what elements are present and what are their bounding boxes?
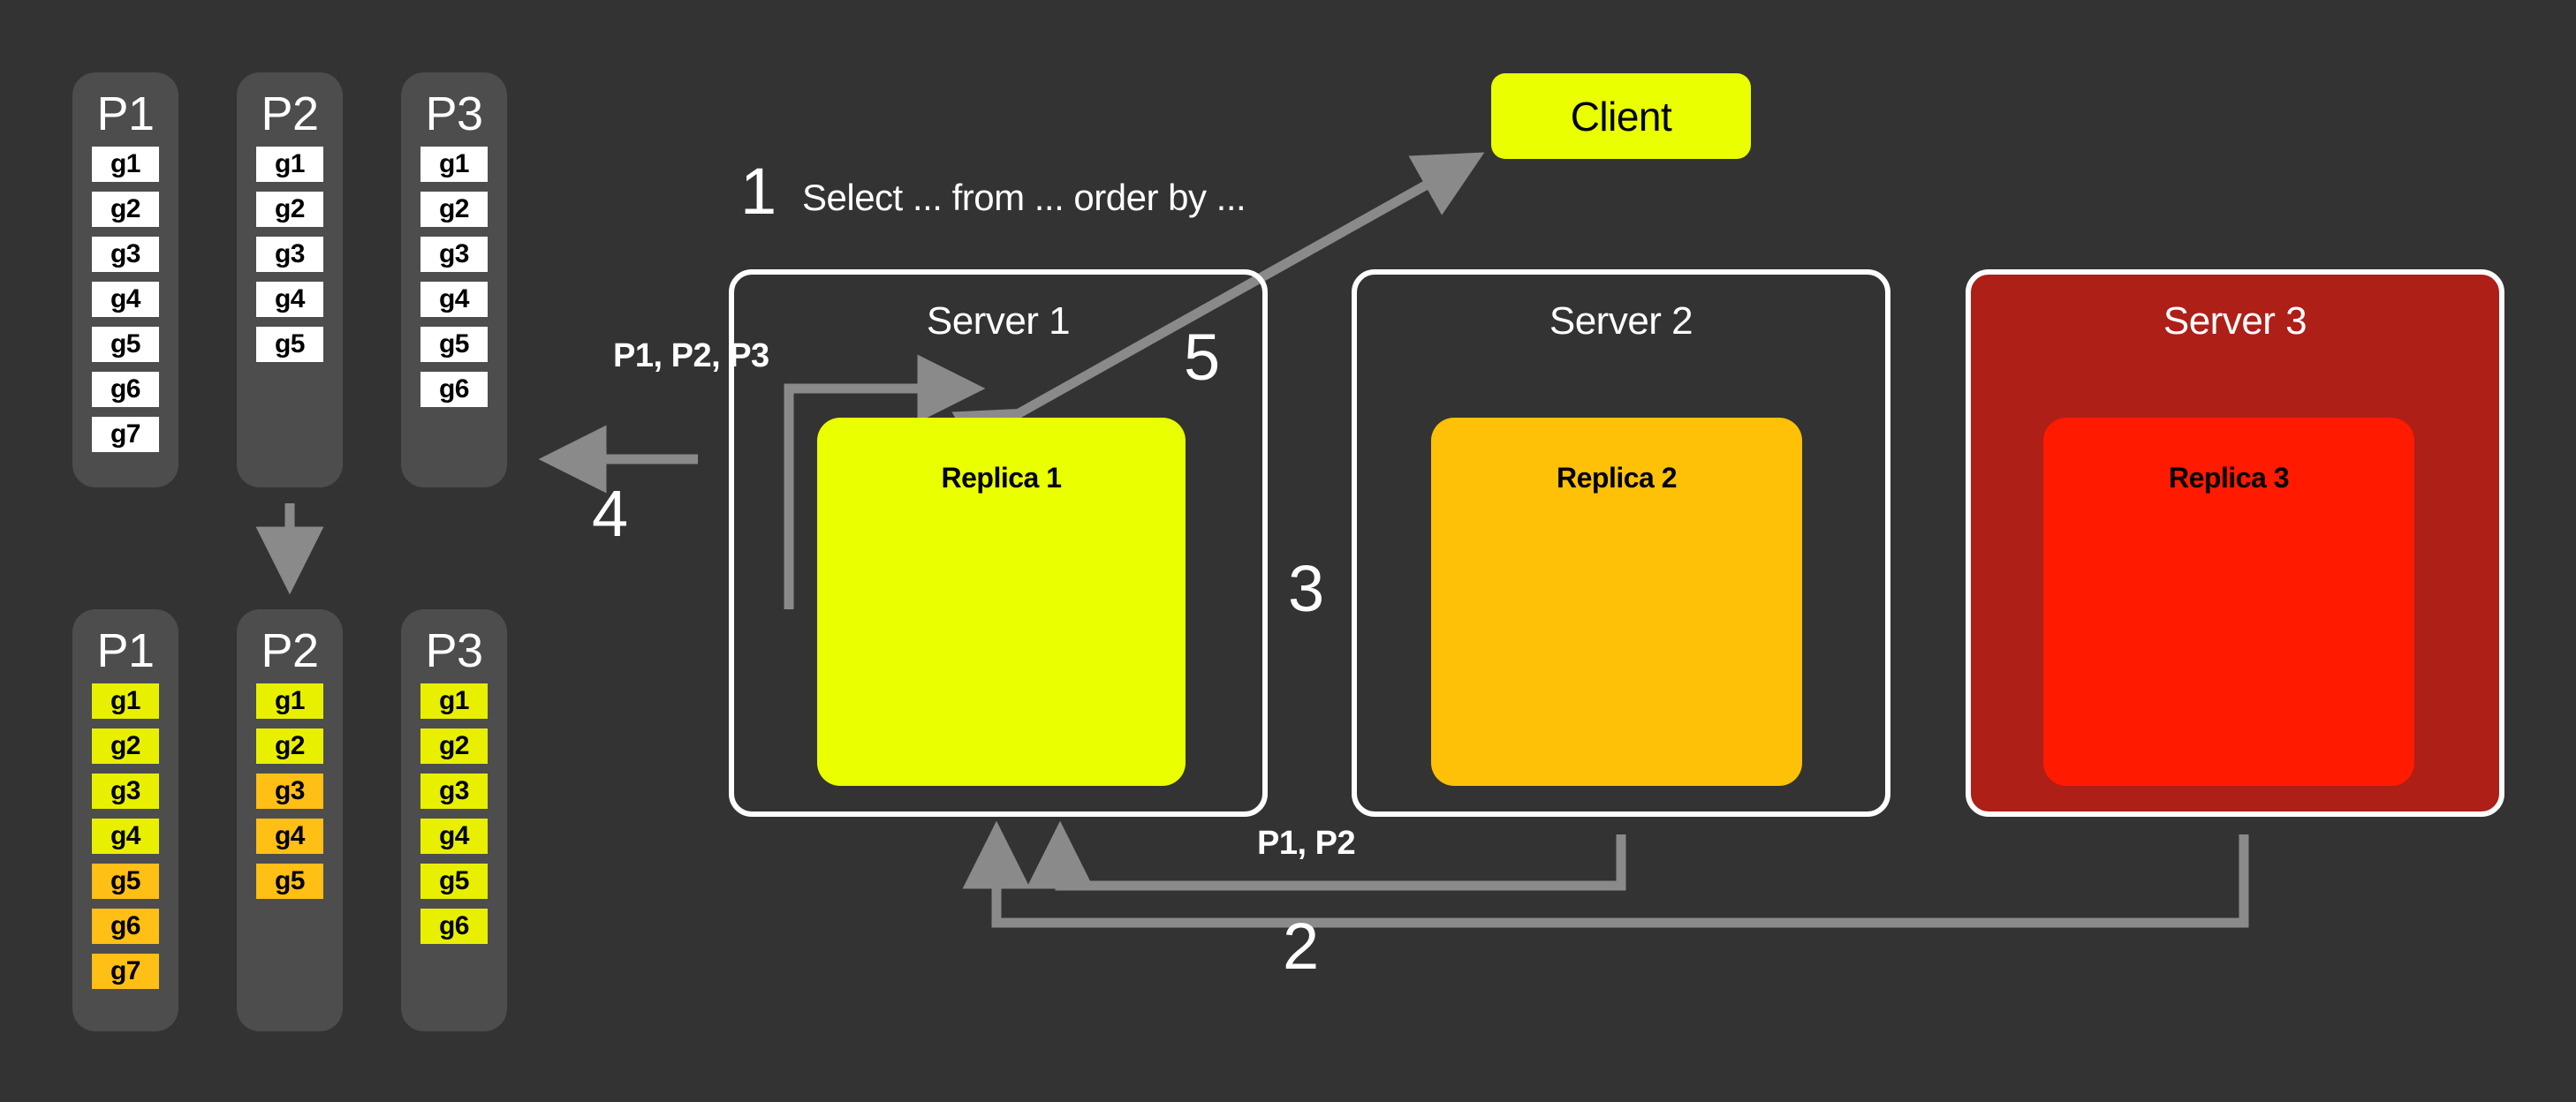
step-number-2: 2 [1283,910,1320,983]
step-number-3: 3 [1288,552,1325,625]
partition-cell: g6 [92,909,159,944]
client-node[interactable]: Client [1491,73,1751,159]
replica-label: Replica 1 [941,462,1062,494]
partition-cell: g3 [420,237,488,272]
partition-cells: g1 g2 g3 g4 g5 g6 [420,147,488,417]
partition-cell: g4 [420,819,488,854]
partition-cells: g1 g2 g3 g4 g5 g6 g7 [92,683,159,999]
partition-title: P1 [96,624,155,677]
partition-cell: g1 [92,683,159,719]
partition-title: P3 [425,87,483,140]
partition-cell: g1 [92,147,159,182]
partition-cells: g1 g2 g3 g4 g5 g6 [420,683,488,954]
query-text: Select ... from ... order by ... [802,177,1246,218]
partition-cell: g5 [92,327,159,362]
server-node-2[interactable]: Server 2 [1352,269,1890,817]
partition-cell: g3 [256,774,323,809]
server-node-1[interactable]: Server 1 [729,269,1268,817]
step-number-1: 1 [740,155,777,228]
partition-cell: g1 [256,683,323,719]
partition-cell: g6 [420,372,488,407]
replica-node-1[interactable]: Replica 1 [817,418,1186,786]
partition-cell: g3 [92,237,159,272]
partition-cell: g4 [92,819,159,854]
partition-cells: g1 g2 g3 g4 g5 g6 g7 [92,147,159,462]
partition-title: P2 [261,624,319,677]
server-label: Server 1 [926,299,1071,343]
partition-before-p1: P1 g1 g2 g3 g4 g5 g6 g7 [72,72,178,487]
partition-before-p2: P2 g1 g2 g3 g4 g5 [237,72,343,487]
partition-cell: g1 [420,147,488,182]
step-number-4: 4 [592,477,629,550]
partition-cell: g2 [92,192,159,227]
client-label: Client [1570,93,1672,140]
partition-cell: g3 [420,774,488,809]
label-partitions-returned: P1, P2, P3 [613,337,769,374]
replica-label: Replica 2 [1556,462,1678,494]
partition-cell: g1 [420,683,488,719]
partition-cell: g3 [256,237,323,272]
partition-after-p2: P2 g1 g2 g3 g4 g5 [237,609,343,1031]
partition-cells: g1 g2 g3 g4 g5 [256,683,323,909]
partition-cell: g4 [256,819,323,854]
partition-cell: g5 [420,864,488,899]
partition-cell: g7 [92,417,159,452]
partition-cell: g1 [256,147,323,182]
partition-cell: g2 [420,728,488,764]
partition-after-p1: P1 g1 g2 g3 g4 g5 g6 g7 [72,609,178,1031]
server-label: Server 2 [1549,299,1693,343]
arrow-step2-server3-to-server1 [962,820,2249,928]
partition-cell: g5 [256,864,323,899]
partition-cells: g1 g2 g3 g4 g5 [256,147,323,372]
partition-title: P2 [261,87,319,140]
partition-cell: g2 [256,192,323,227]
partition-after-p3: P3 g1 g2 g3 g4 g5 g6 [401,609,507,1031]
replica-node-3[interactable]: Replica 3 [2043,418,2414,786]
partition-cell: g2 [256,728,323,764]
partition-cell: g4 [256,282,323,317]
replica-label: Replica 3 [2168,462,2290,494]
partition-cell: g6 [92,372,159,407]
partition-cell: g4 [420,282,488,317]
step-number-5: 5 [1184,321,1221,394]
partition-cell: g4 [92,282,159,317]
partition-cell: g3 [92,774,159,809]
partition-cell: g2 [420,192,488,227]
label-partitions-fetched: P1, P2 [1257,825,1356,862]
replica-node-2[interactable]: Replica 2 [1431,418,1802,786]
partition-title: P1 [96,87,155,140]
partition-before-p3: P3 g1 g2 g3 g4 g5 g6 [401,72,507,487]
partition-cell: g5 [420,327,488,362]
partition-cell: g2 [92,728,159,764]
partition-cell: g6 [420,909,488,944]
partition-cell: g5 [256,327,323,362]
partition-cell: g7 [92,954,159,989]
partition-title: P3 [425,624,483,677]
server-label: Server 3 [2163,299,2307,343]
partition-cell: g5 [92,864,159,899]
